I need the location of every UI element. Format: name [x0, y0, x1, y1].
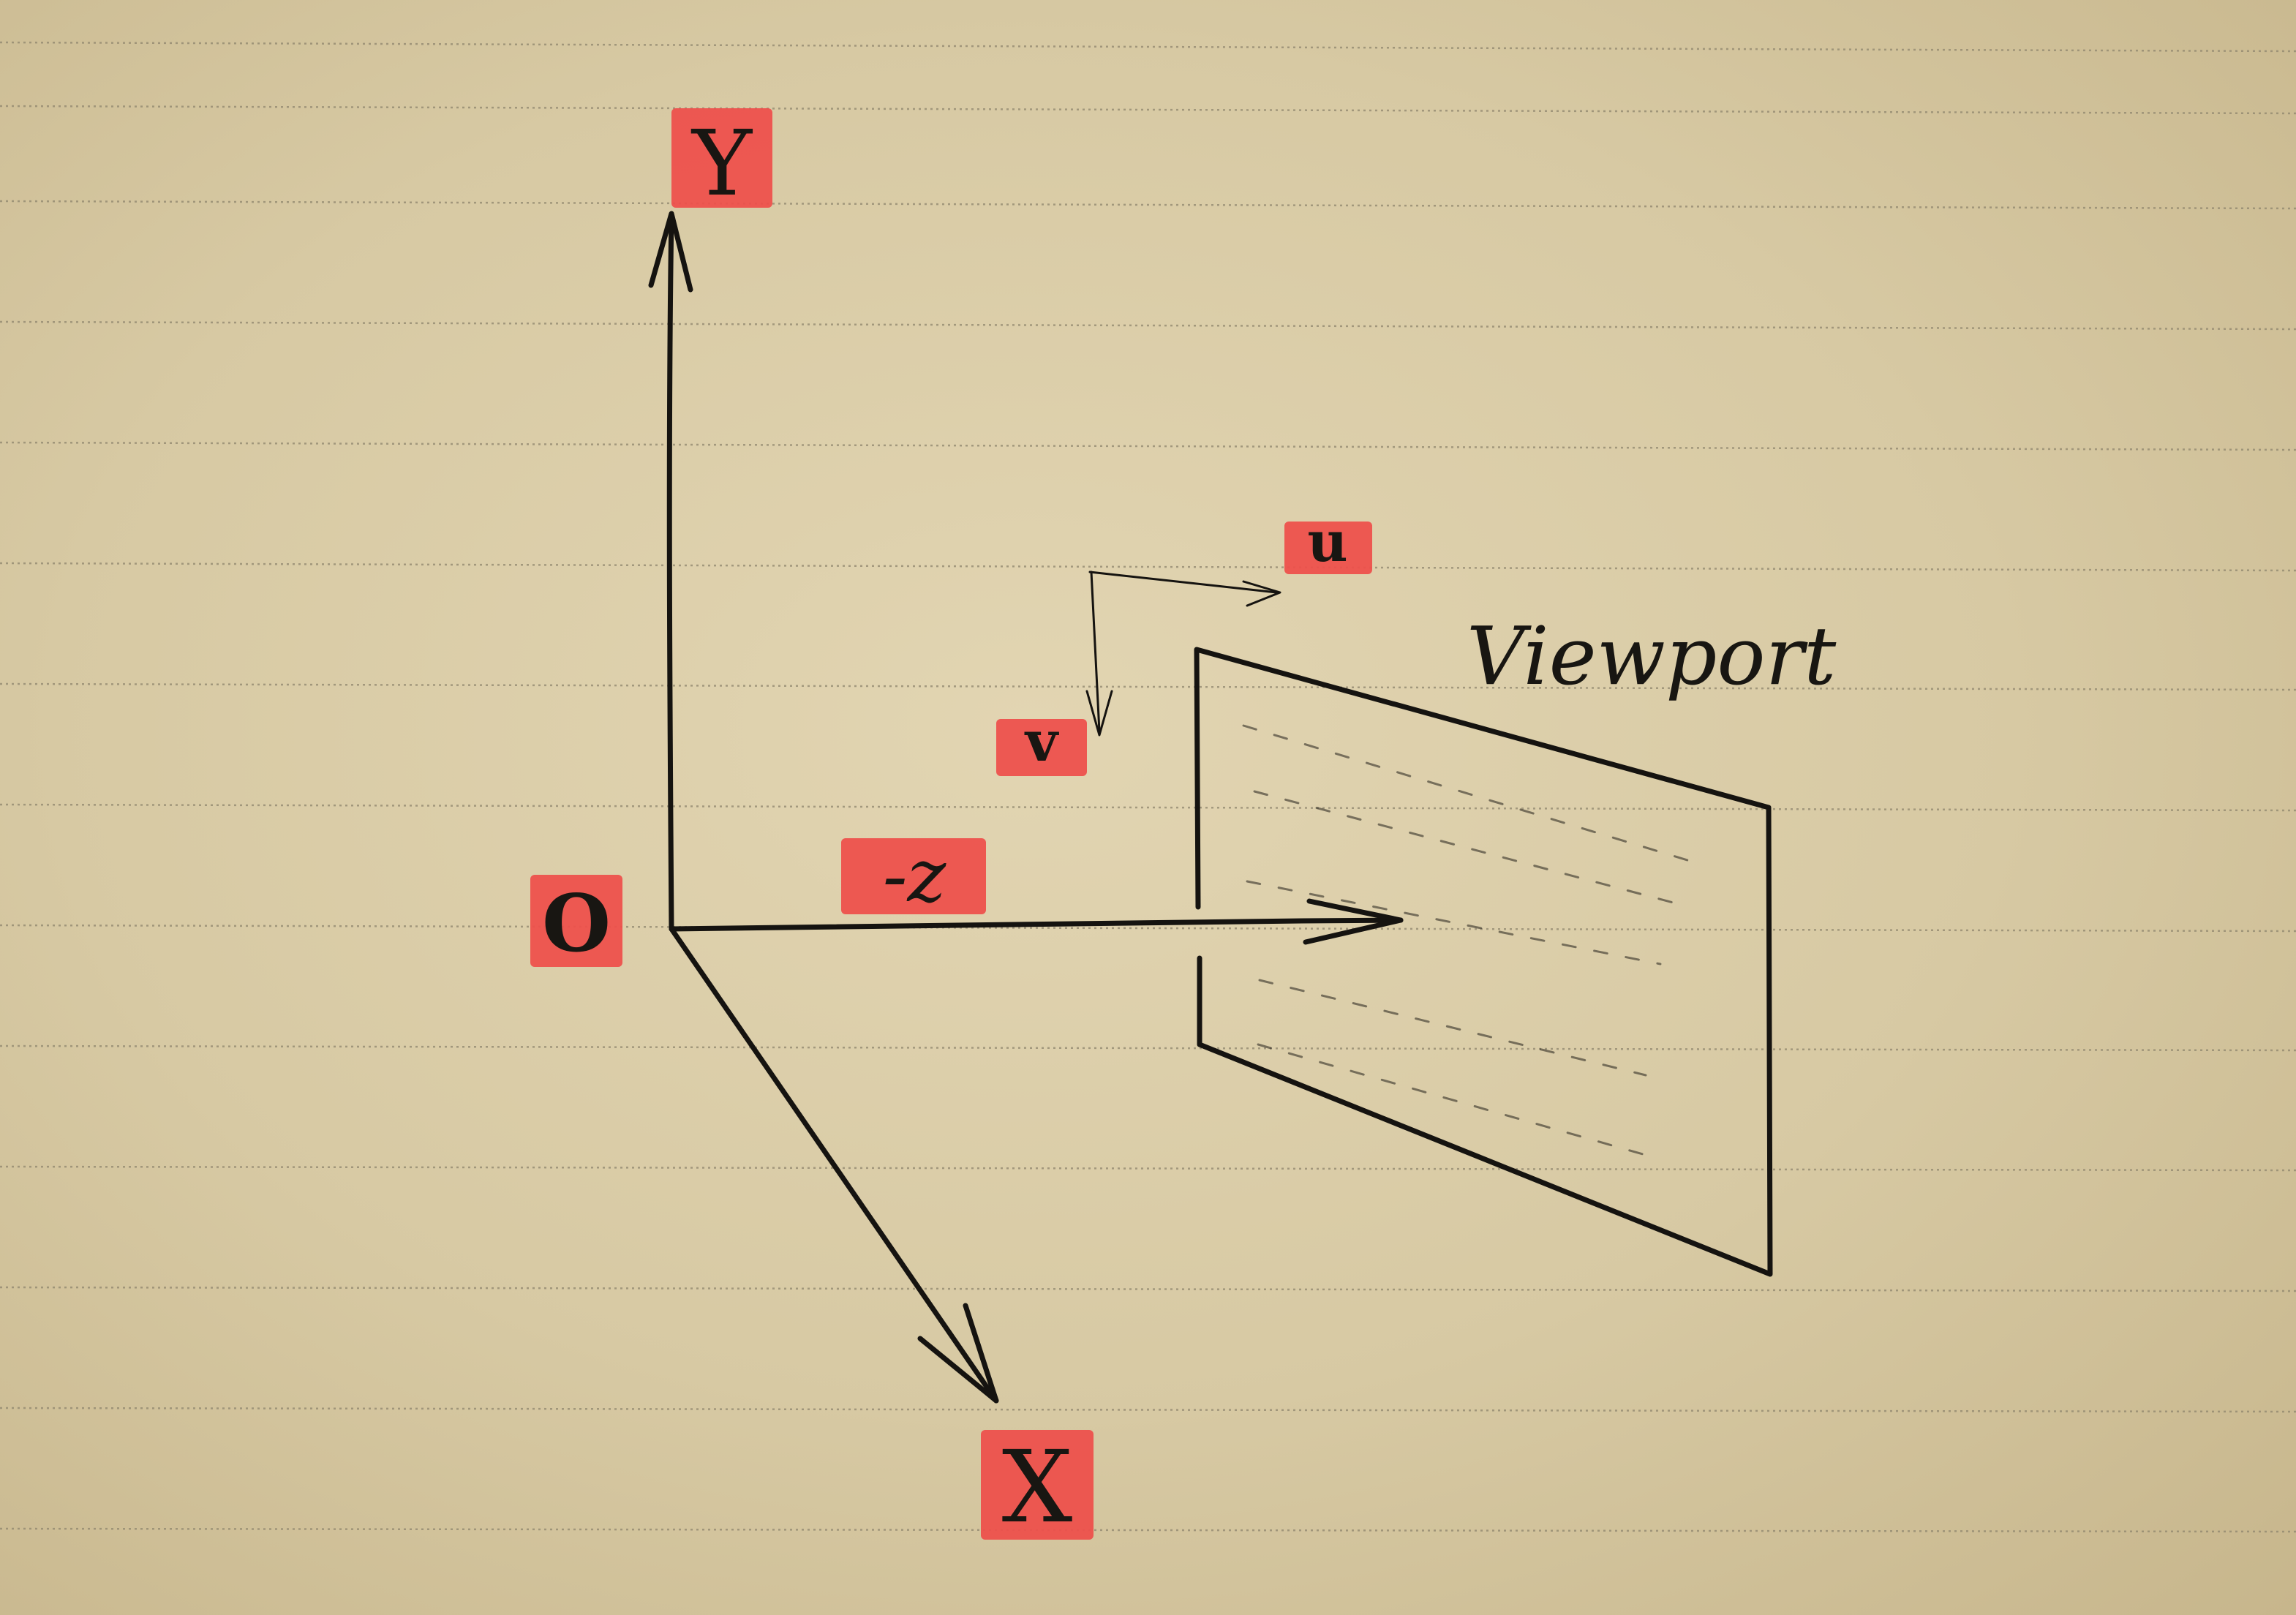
neg-z-axis-label: -z: [883, 833, 947, 919]
y-axis: [648, 211, 693, 932]
viewport-hatching: [1242, 724, 1706, 1159]
x-axis-label: X: [1002, 1430, 1073, 1546]
neg-z-axis: [669, 898, 1404, 945]
v-vector-label: v: [1024, 709, 1060, 774]
u-label-highlight: [1284, 522, 1372, 574]
viewport-plane: [1194, 647, 1773, 1277]
ruled-lines: [0, 41, 2296, 1533]
x-label-highlight: [981, 1430, 1094, 1540]
u-vector-label: u: [1307, 509, 1347, 574]
origin-label: O: [542, 878, 611, 970]
y-axis-label: Y: [690, 111, 753, 217]
highlighter-marks: [530, 108, 1372, 1540]
neg-z-label-highlight: [841, 838, 986, 914]
viewport-label: Viewport: [1467, 609, 1837, 703]
v-label-highlight: [996, 719, 1087, 776]
basis-vectors: [1085, 571, 1281, 737]
y-label-highlight: [671, 108, 772, 208]
x-axis: [669, 926, 999, 1404]
origin-label-highlight: [530, 875, 622, 967]
